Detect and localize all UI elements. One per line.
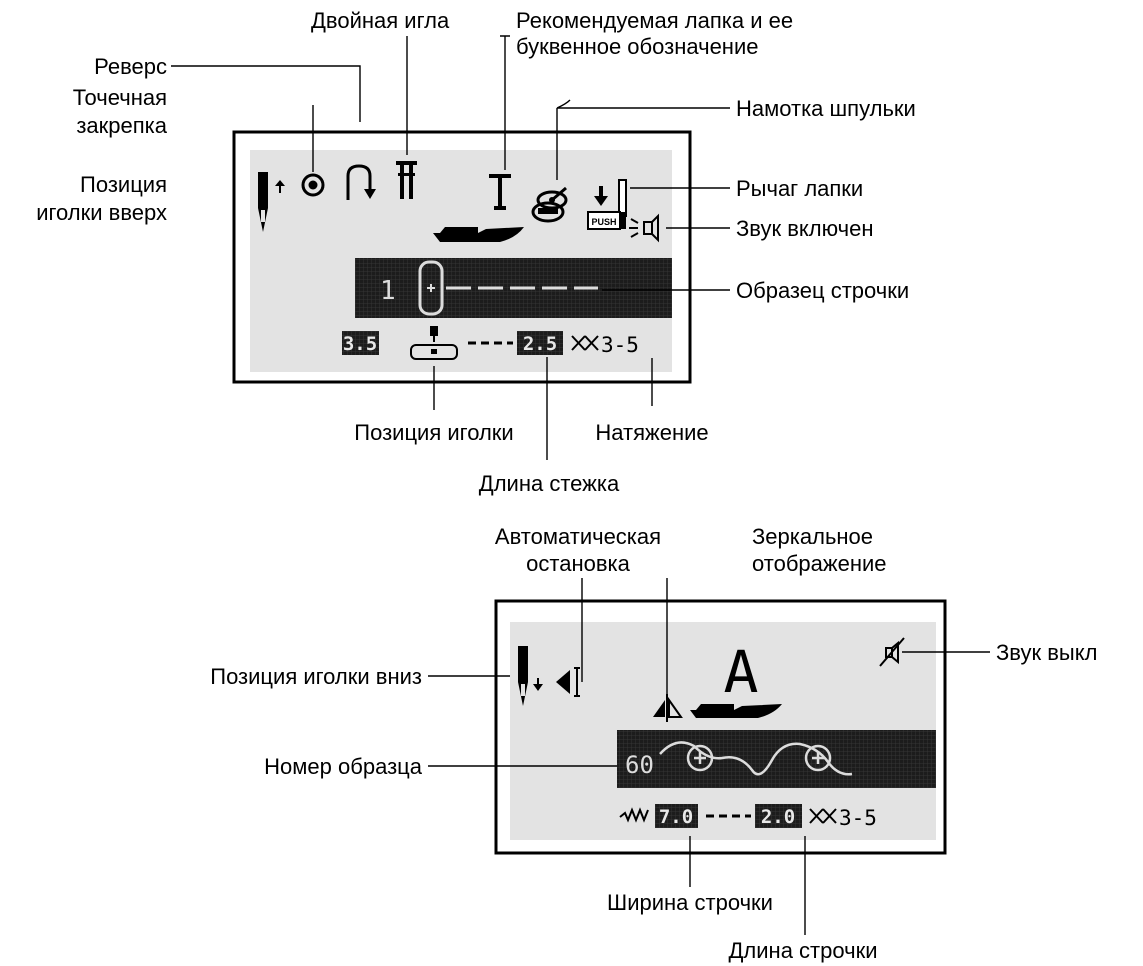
auto-stop-icon — [556, 667, 580, 697]
label-needle-down: Позиция иголки вниз — [210, 664, 422, 689]
label-auto-stop-2: остановка — [526, 551, 630, 576]
label-recommended-foot-2: буквенное обозначение — [516, 34, 758, 59]
needle-position-readout: 3.5 — [342, 331, 379, 355]
label-mirror-2: отображение — [752, 551, 887, 576]
needle-down-icon — [518, 646, 543, 706]
foot-letter-glyph — [489, 174, 511, 210]
stitch-length-readout: 2.0 — [755, 804, 802, 828]
tension-icon — [809, 808, 837, 824]
reverse-icon — [346, 164, 376, 200]
decorative-stitch — [659, 741, 853, 776]
presser-foot-icon — [433, 227, 524, 242]
label-sound-off: Звук выкл — [996, 640, 1097, 665]
stitch-width-readout: 7.0 — [655, 804, 698, 828]
label-auto-stop-1: Автоматическая — [495, 524, 661, 549]
width-zigzag-icon — [619, 807, 649, 823]
label-tension: Натяжение — [595, 420, 708, 445]
bottom-display: A 60 7.0 — [210, 524, 1097, 963]
pattern-number: 60 — [625, 751, 654, 779]
tie-off-icon — [301, 173, 325, 197]
needle-position-icon — [410, 326, 458, 360]
label-needle-position: Позиция иголки — [354, 420, 513, 445]
label-needle-up-2: иголки вверх — [36, 200, 167, 225]
label-needle-up-1: Позиция — [80, 172, 167, 197]
tension-value: 3-5 — [601, 333, 639, 357]
presser-foot-icon — [690, 704, 782, 718]
bobbin-icon — [531, 186, 568, 223]
label-bobbin-winding: Намотка шпульки — [736, 96, 916, 121]
label-tie-off-2: закрепка — [76, 113, 167, 138]
foot-letter-glyph: A — [724, 638, 759, 706]
label-stitch-length: Длина стежка — [479, 471, 620, 496]
presser-lever-icon: PUSH — [587, 179, 627, 230]
push-label: PUSH — [591, 217, 616, 227]
label-stitch-length: Длина строчки — [729, 938, 878, 963]
label-recommended-foot-1: Рекомендуемая лапка и ее — [516, 8, 793, 33]
label-sound-on: Звук включен — [736, 216, 874, 241]
label-tie-off-1: Точечная — [73, 85, 167, 110]
top-display: PUSH 1 3.5 — [36, 8, 916, 496]
sound-on-icon — [629, 213, 659, 243]
sound-off-icon — [879, 637, 905, 667]
pattern-sample-bar: 60 — [617, 730, 936, 788]
needle-up-icon — [258, 172, 285, 232]
pattern-number: 1 — [380, 276, 396, 306]
stitch-length-value: 2.0 — [761, 806, 795, 828]
label-stitch-sample: Образец строчки — [736, 278, 909, 303]
label-pattern-number: Номер образца — [264, 754, 423, 779]
tension-icon — [571, 335, 599, 351]
label-stitch-width: Ширина строчки — [607, 890, 773, 915]
label-reverse: Реверс — [94, 54, 167, 79]
stitch-sample-bar: 1 — [355, 258, 672, 318]
label-double-needle: Двойная игла — [311, 8, 450, 33]
label-presser-lever: Рычаг лапки — [736, 176, 863, 201]
tension-value: 3-5 — [839, 806, 877, 830]
stitch-length-readout: 2.5 — [517, 331, 563, 355]
mirror-icon — [653, 694, 683, 722]
needle-position-value: 3.5 — [343, 333, 377, 355]
stitch-width-value: 7.0 — [659, 806, 693, 828]
double-needle-icon — [396, 161, 417, 199]
stitch-length-value: 2.5 — [523, 333, 557, 355]
label-mirror-1: Зеркальное — [752, 524, 873, 549]
